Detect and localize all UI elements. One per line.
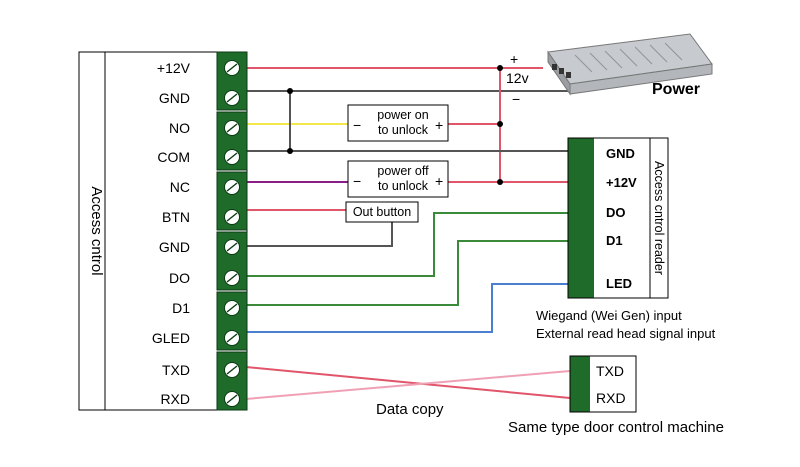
terminal-screw-icon [224, 330, 240, 346]
junctions [287, 65, 503, 185]
power-supply: Power + 12v − [506, 33, 713, 107]
power-on-unlock-box: − power on to unlock + [347, 104, 449, 142]
controller-pin-label: COM [157, 149, 190, 165]
reader-note-line1: Wiegand (Wei Gen) input [536, 308, 682, 323]
controller-pin-label: GLED [152, 330, 190, 346]
terminal-screw-icon [224, 60, 240, 76]
controller-pin-label: GND [159, 239, 190, 255]
power-off-plus: + [435, 173, 443, 189]
terminal-screw-icon [224, 239, 240, 255]
access-control-unit: Access cntrol +12V GND NO COM NC BTN GND DO D1GL… [78, 51, 248, 411]
copy-machine-unit: TXD RXD Same type door control machine [508, 355, 724, 436]
power-plus-sign: + [510, 51, 518, 67]
reader-title: Access cntrol reader [652, 161, 666, 275]
wire-gled [246, 283, 568, 333]
wire-do [246, 212, 568, 277]
junction-nc [497, 179, 503, 185]
power-on-line2: to unlock [378, 123, 429, 137]
copy-machine-terminal [570, 356, 590, 412]
wire-d1 [246, 240, 568, 306]
controller-pin-label: D1 [172, 300, 190, 316]
power-on-minus: − [353, 117, 361, 133]
power-off-line2: to unlock [378, 179, 429, 193]
reader-pin-label: GND [606, 146, 635, 161]
copy-machine-pin-label: RXD [596, 390, 626, 406]
reader-pin-label: +12V [606, 175, 637, 190]
terminal-blocks [216, 51, 248, 411]
power-label: Power [652, 81, 700, 98]
reader-note-line2: External read head signal input [536, 326, 716, 341]
reader-pin-label: D1 [606, 233, 623, 248]
junction-com [287, 148, 293, 154]
controller-pin-label: TXD [162, 362, 190, 378]
controller-pin-label: BTN [162, 209, 190, 225]
access-control-title: Access cntrol [88, 186, 105, 275]
copy-machine-outline [569, 355, 637, 413]
wire-gnd2 [246, 222, 393, 247]
copy-machine-pin-label: TXD [596, 363, 624, 379]
terminal-screw-icon [224, 362, 240, 378]
reader-outline [567, 137, 669, 299]
data-copy-label: Data copy [376, 401, 444, 418]
junction-gnd [287, 88, 293, 94]
power-on-line1: power on [377, 108, 428, 122]
junction-no [497, 121, 503, 127]
out-button-label: Out button [353, 205, 411, 219]
controller-pin-label: GND [159, 90, 190, 106]
power-minus-sign: − [512, 91, 520, 107]
terminal-screw-icon [224, 120, 240, 136]
terminal-screw-icon [224, 90, 240, 106]
junction-12v [497, 65, 503, 71]
copy-machine-caption: Same type door control machine [508, 419, 724, 436]
terminal-screw-icon [224, 209, 240, 225]
power-off-minus: − [353, 173, 361, 189]
terminal-screw-icon [224, 270, 240, 286]
terminal-screw-icon [224, 391, 240, 407]
terminal-screw-icon [224, 179, 240, 195]
power-voltage: 12v [506, 70, 529, 86]
controller-pin-label: NO [169, 120, 190, 136]
terminal-screw-icon [224, 149, 240, 165]
terminal-screw-icon [224, 300, 240, 316]
controller-pin-label: DO [169, 270, 190, 286]
copy-machine-pin-labels: TXD RXD [596, 363, 626, 406]
out-button-box: Out button [345, 201, 419, 223]
power-off-line1: power off [377, 164, 429, 178]
wire-rxd [245, 370, 571, 400]
power-supply-icon [547, 33, 713, 96]
power-on-plus: + [435, 117, 443, 133]
power-off-unlock-box: − power off to unlock + [347, 160, 449, 198]
controller-pin-label: NC [170, 179, 190, 195]
wire-txd [245, 366, 571, 399]
controller-pin-label: RXD [160, 391, 190, 407]
reader-terminal [568, 138, 594, 298]
reader-pin-label: LED [606, 276, 632, 291]
wires [245, 67, 571, 400]
controller-pin-label: +12V [157, 60, 191, 76]
reader-pin-label: DO [606, 205, 626, 220]
